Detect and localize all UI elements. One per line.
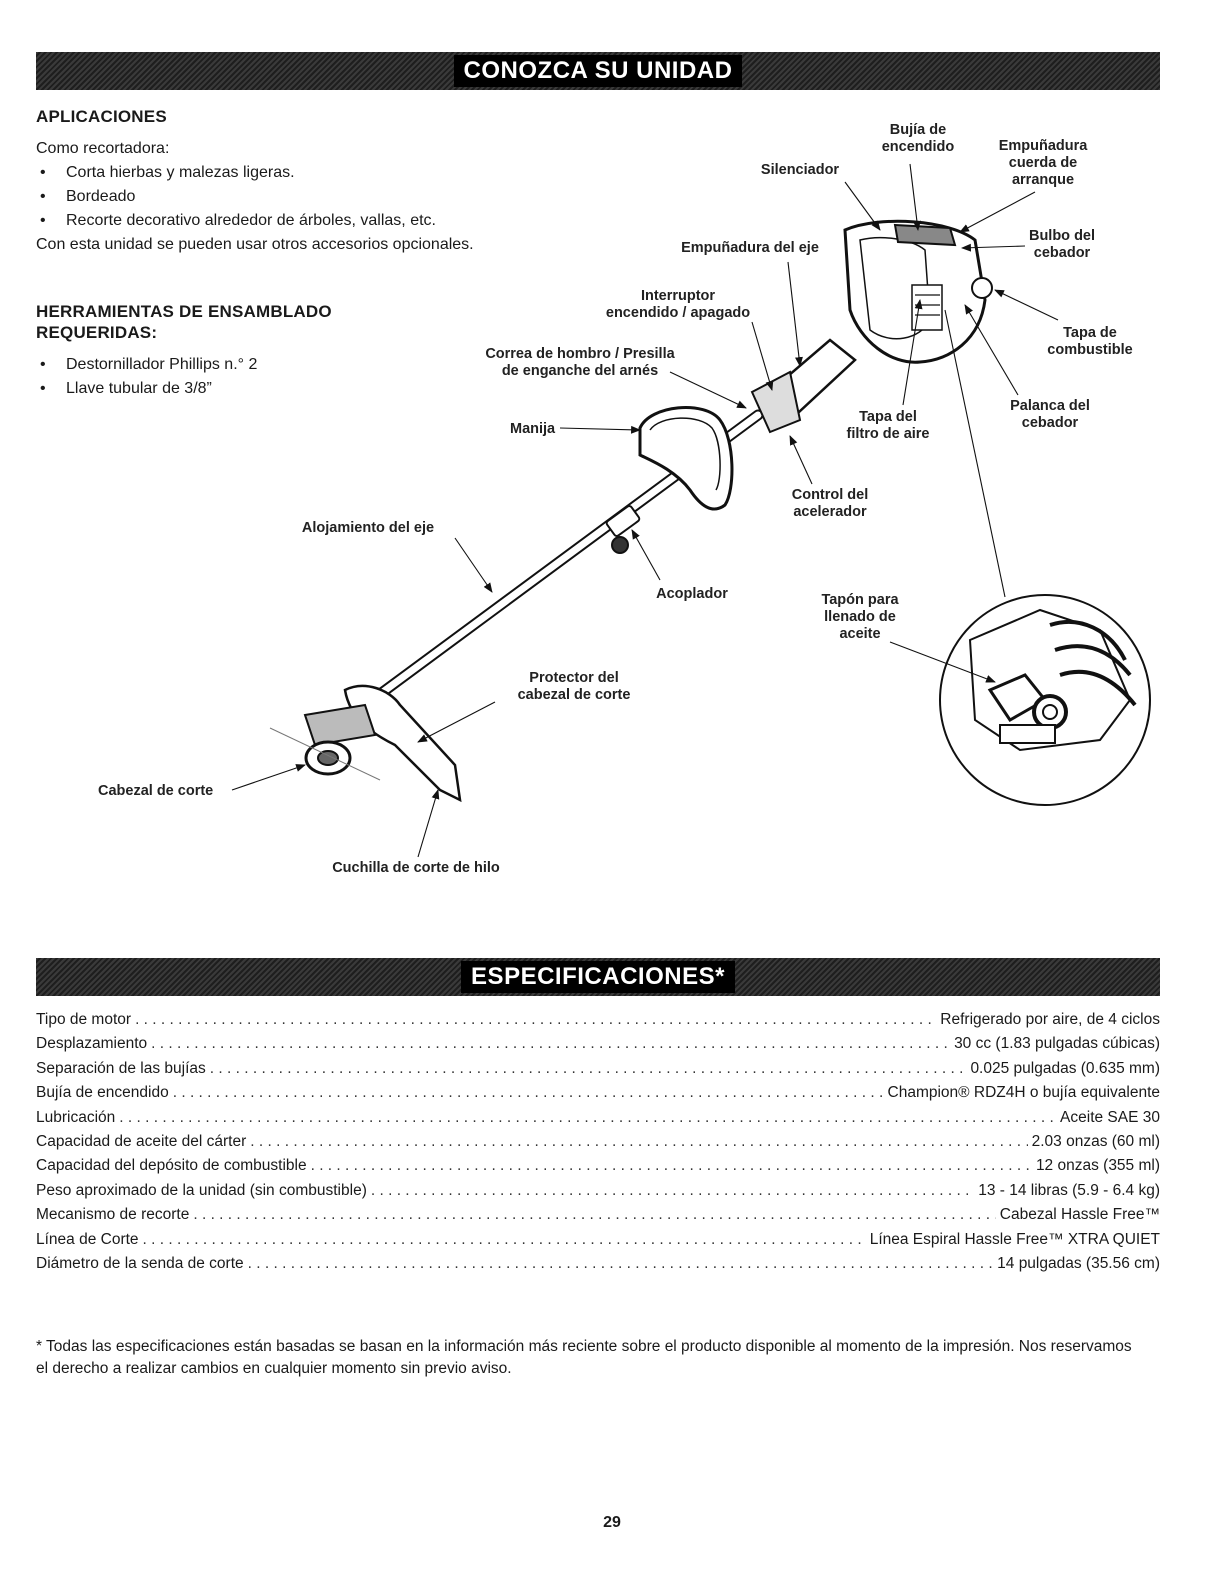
spec-leader-dots — [250, 1133, 1027, 1151]
spec-value: Aceite SAE 30 — [1060, 1108, 1160, 1126]
list-item: Corta hierbas y malezas ligeras. — [36, 161, 596, 185]
spec-label: Línea de Corte — [36, 1230, 139, 1248]
specifications-list: Tipo de motor Refrigerado por aire, de 4 … — [36, 1011, 1160, 1279]
applications-note: Con esta unidad se pueden usar otros acc… — [36, 236, 474, 253]
list-item: Llave tubular de 3/8” — [36, 377, 436, 401]
spec-value: Champion® RDZ4H o bujía equivalente — [887, 1084, 1160, 1102]
spec-leader-dots — [210, 1060, 967, 1078]
tools-block: Destornillador Phillips n.° 2 Llave tubu… — [36, 353, 436, 401]
applications-block: Como recortadora: Corta hierbas y maleza… — [36, 137, 596, 257]
spec-value: Refrigerado por aire, de 4 ciclos — [940, 1011, 1160, 1028]
spec-row: Capacidad de aceite del cárter 2.03 onzas… — [36, 1133, 1160, 1157]
spec-leader-dots — [143, 1231, 866, 1249]
label-manija: Manija — [510, 421, 556, 437]
label-acoplador: Acoplador — [656, 586, 728, 602]
spec-leader-dots — [119, 1109, 1056, 1127]
label-alojamiento: Alojamiento del eje — [302, 520, 434, 536]
spec-label: Desplazamiento — [36, 1035, 148, 1053]
spec-label: Diámetro de la senda de corte — [36, 1254, 244, 1272]
spec-label: Mecanismo de recorte — [36, 1206, 190, 1224]
spec-value: 12 onzas (355 ml) — [1035, 1157, 1160, 1175]
label-cabezal: Cabezal de corte — [98, 783, 213, 799]
spec-label: Separación de las bujías — [36, 1059, 206, 1077]
list-item: Recorte decorativo alrededor de árboles,… — [36, 209, 596, 233]
spec-label: Peso aproximado de la unidad (sin combus… — [36, 1181, 367, 1199]
list-item: Destornillador Phillips n.° 2 — [36, 353, 436, 377]
spec-label: Capacidad de aceite del cárter — [36, 1132, 247, 1150]
spec-value: 30 cc (1.83 pulgadas cúbicas) — [954, 1035, 1160, 1053]
spec-row: Línea de Corte Línea Espiral Hassle Free™… — [36, 1231, 1160, 1255]
spec-value: 0.025 pulgadas (0.635 mm) — [970, 1059, 1160, 1077]
label-silenciador: Silenciador — [761, 162, 840, 178]
spec-row: Desplazamiento 30 cc (1.83 pulgadas cúbic… — [36, 1035, 1160, 1059]
spec-leader-dots — [371, 1182, 974, 1200]
applications-intro: Como recortadora: — [36, 140, 170, 157]
spec-value: 14 pulgadas (35.56 cm) — [997, 1254, 1160, 1272]
spec-label: Bujía de encendido — [36, 1084, 169, 1102]
section-banner-especificaciones: ESPECIFICACIONES* — [36, 958, 1160, 996]
label-empunadura-eje: Empuñadura del eje — [681, 240, 819, 256]
banner-title: ESPECIFICACIONES* — [461, 961, 735, 993]
footnote: * Todas las especificaciones están basad… — [36, 1338, 1132, 1377]
spec-row: Tipo de motor Refrigerado por aire, de 4 … — [36, 1011, 1160, 1035]
spec-value: 2.03 onzas (60 ml) — [1031, 1132, 1160, 1150]
oil-plug-inset — [939, 594, 1151, 806]
tools-heading: HERRAMIENTAS DE ENSAMBLADO REQUERIDAS: — [36, 301, 332, 343]
banner-title: CONOZCA SU UNIDAD — [453, 55, 743, 87]
applications-heading: APLICACIONES — [36, 107, 167, 126]
spec-row: Capacidad del depósito de combustible 12 … — [36, 1157, 1160, 1181]
spec-label: Tipo de motor — [36, 1011, 132, 1028]
section-banner-conozca: CONOZCA SU UNIDAD — [36, 52, 1160, 90]
spec-leader-dots — [193, 1206, 995, 1224]
applications-list: Corta hierbas y malezas ligeras. Bordead… — [36, 161, 596, 233]
spec-leader-dots — [135, 1011, 936, 1029]
spec-leader-dots — [151, 1035, 950, 1053]
spec-row: Separación de las bujías 0.025 pulgadas (… — [36, 1060, 1160, 1084]
spec-leader-dots — [248, 1255, 993, 1273]
spec-label: Capacidad del depósito de combustible — [36, 1157, 307, 1175]
tools-heading-line2: REQUERIDAS: — [36, 323, 158, 342]
spec-row: Mecanismo de recorte Cabezal Hassle Free™ — [36, 1206, 1160, 1230]
tools-list: Destornillador Phillips n.° 2 Llave tubu… — [36, 353, 436, 401]
spec-row: Peso aproximado de la unidad (sin combus… — [36, 1182, 1160, 1206]
spec-row: Lubricación Aceite SAE 30 — [36, 1109, 1160, 1133]
spec-value: 13 - 14 libras (5.9 - 6.4 kg) — [978, 1181, 1160, 1199]
leader-lines — [231, 163, 1059, 858]
spec-label: Lubricación — [36, 1108, 116, 1126]
spec-row: Bujía de encendido Champion® RDZ4H o bují… — [36, 1084, 1160, 1108]
spec-row: Diámetro de la senda de corte 14 pulgadas… — [36, 1255, 1160, 1279]
spec-value: Línea Espiral Hassle Free™ XTRA QUIET — [869, 1230, 1160, 1248]
spec-leader-dots — [311, 1157, 1032, 1175]
label-cuchilla: Cuchilla de corte de hilo — [332, 860, 500, 876]
page-number: 29 — [603, 1514, 621, 1531]
spec-value: Cabezal Hassle Free™ — [999, 1206, 1160, 1224]
spec-leader-dots — [173, 1084, 884, 1102]
tools-heading-line1: HERRAMIENTAS DE ENSAMBLADO — [36, 302, 332, 321]
list-item: Bordeado — [36, 185, 596, 209]
trimmer-illustration — [269, 219, 993, 803]
